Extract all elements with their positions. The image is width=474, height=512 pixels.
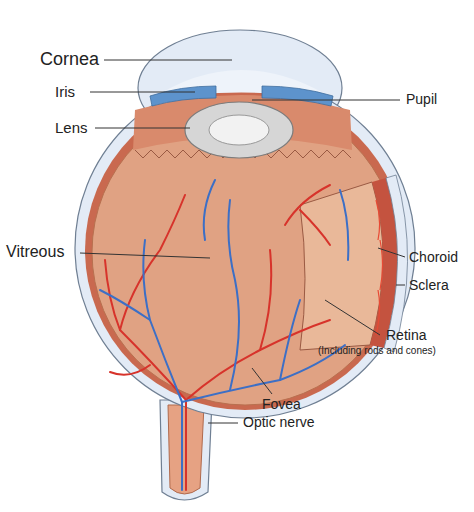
part-label: Iris (55, 83, 75, 100)
part-label: Fovea (262, 396, 301, 412)
part-label: Sclera (409, 277, 449, 293)
part-label: (Including rods and cones) (318, 345, 436, 357)
part-label: Choroid (409, 249, 458, 265)
part-label: Pupil (406, 91, 437, 107)
part-label: Retina (386, 327, 426, 343)
part-label: Cornea (40, 49, 99, 70)
part-label: Optic nerve (243, 414, 315, 430)
part-label: Vitreous (6, 243, 64, 261)
part-label: Lens (55, 119, 88, 136)
